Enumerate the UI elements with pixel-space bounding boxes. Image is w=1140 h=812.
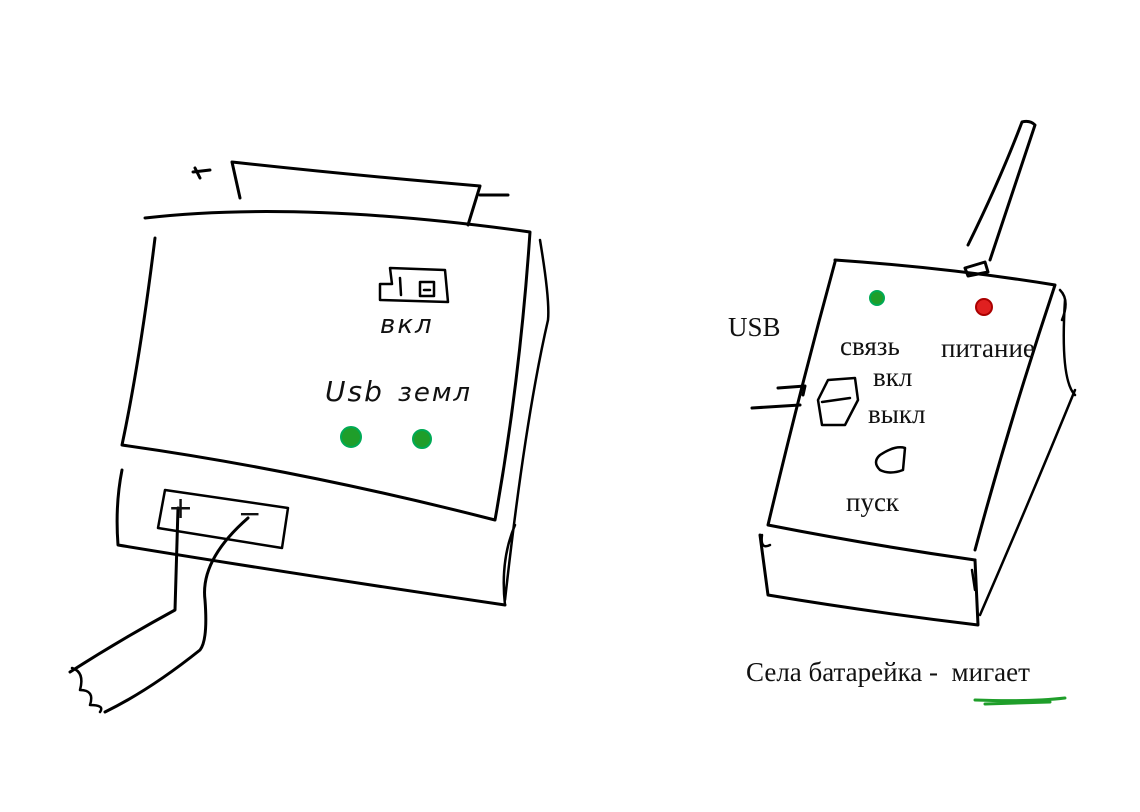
link-label: связь xyxy=(840,331,900,361)
left-device xyxy=(68,160,550,714)
usb-label: USB xyxy=(728,312,781,342)
toggle-switch-box xyxy=(378,266,450,304)
handwritten-label-usb: Usb xyxy=(325,375,384,408)
power-cable xyxy=(68,506,250,714)
handwritten-label-zeml: земл xyxy=(398,378,473,408)
power-led xyxy=(975,298,993,316)
left-device-body xyxy=(120,210,532,522)
left-led-1 xyxy=(340,426,362,448)
off-label: выкл xyxy=(868,399,926,429)
antenna xyxy=(963,119,1037,278)
usb-plug xyxy=(750,384,807,410)
right-device-top xyxy=(766,258,1057,562)
left-device-side xyxy=(502,238,550,607)
right-device-side xyxy=(978,288,1077,617)
left-device-base xyxy=(115,468,507,607)
switch-mark-drawing xyxy=(398,276,436,298)
battery-note-text: Села батарейка - xyxy=(746,657,939,687)
start-label: пуск xyxy=(846,487,900,517)
link-led xyxy=(869,290,885,306)
right-device-front-corner xyxy=(760,533,977,592)
left-device-lid xyxy=(191,160,510,227)
blink-underline xyxy=(973,696,1067,706)
terminal-block xyxy=(156,488,290,550)
cable-end xyxy=(70,666,103,714)
on-off-switch xyxy=(816,376,860,427)
start-button xyxy=(874,446,907,474)
left-led-2 xyxy=(412,429,432,449)
right-device-front xyxy=(758,533,980,627)
terminal-minus-label: − xyxy=(238,497,262,530)
power-label: питание xyxy=(941,333,1035,363)
right-device xyxy=(750,119,1077,627)
terminal-plus-label: + xyxy=(168,491,194,526)
on-label: вкл xyxy=(873,362,913,392)
battery-note: Села батарейка - мигает xyxy=(746,659,1030,686)
handwritten-label-vkl: вкл xyxy=(380,310,434,340)
battery-note-blink: мигает xyxy=(951,657,1030,687)
